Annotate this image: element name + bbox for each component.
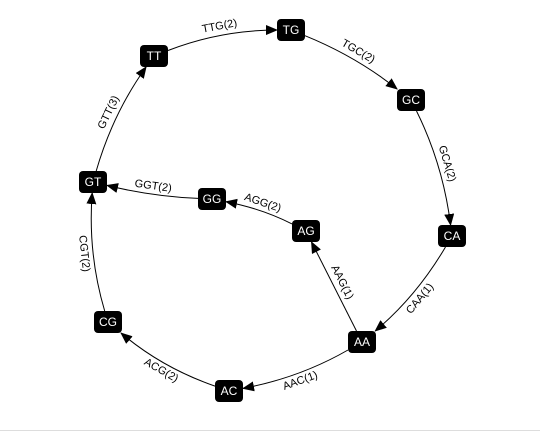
edges-layer [86,25,455,392]
node-box [140,45,168,67]
node-gc: GC [397,89,425,111]
node-box [277,19,305,41]
node-box [348,331,376,353]
node-box [94,311,122,333]
node-label: TG [283,23,300,37]
edge-ac-cg [120,332,216,387]
node-label: AG [297,224,314,238]
edge-ag-gg [225,198,293,225]
node-box [292,220,320,242]
node-box [438,225,466,247]
node-label: CA [444,229,461,243]
node-label: AC [221,384,238,398]
edge-ca-aa [374,246,446,332]
edge-label-tt-tg: TTG(2) [201,17,238,35]
edge-gt-tt [95,66,147,172]
edge-label-gg-gt: GGT(2) [134,178,173,195]
node-label: GG [203,192,222,206]
edge-tt-tg [167,25,278,51]
node-gt: GT [79,171,107,193]
node-ac: AC [215,380,243,402]
nodes-layer: TT TG GC CA AA AG GG GT CG AC [79,19,466,402]
node-tg: TG [277,19,305,41]
bottom-divider [0,430,540,431]
edge-label-gt-tt: GTT(3) [96,94,122,131]
node-box [198,188,226,210]
edge-aa-ac [242,349,349,392]
edge-label-ac-cg: ACG(2) [142,356,180,385]
edge-labels-layer: TTG(2)TGC(2)GCA(2)CAA(1)AAG(1)AAC(1)AGG(… [76,17,458,393]
node-box [79,171,107,193]
edge-label-cg-gt: CGT(2) [76,235,92,273]
node-tt: TT [140,45,168,67]
node-ag: AG [292,220,320,242]
node-box [397,89,425,111]
node-label: CG [99,315,117,329]
edge-gc-ca [416,110,455,226]
node-label: GT [85,175,102,189]
node-cg: CG [94,311,122,333]
edge-cg-gt [86,192,106,312]
edge-label-gc-ca: GCA(2) [436,144,458,183]
node-ca: CA [438,225,466,247]
edge-gg-gt [106,183,199,199]
node-label: AA [354,335,370,349]
node-aa: AA [348,331,376,353]
edge-aa-ag [311,241,357,332]
node-label: GC [402,93,420,107]
node-gg: GG [198,188,226,210]
node-box [215,380,243,402]
edge-tg-gc [304,35,398,90]
node-label: TT [147,49,162,63]
